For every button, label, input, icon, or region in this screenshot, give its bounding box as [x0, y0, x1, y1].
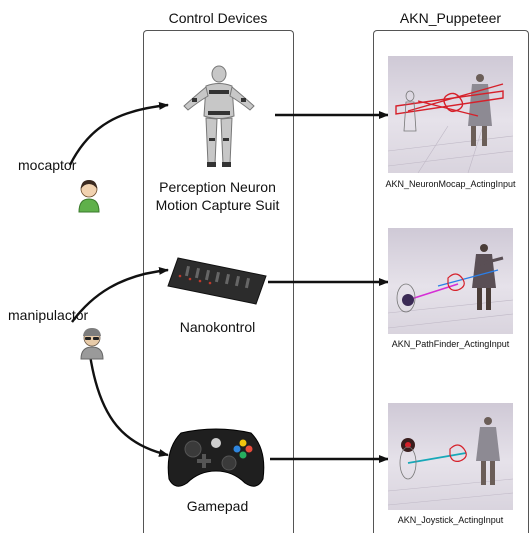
arrow-manipulactor-to-gamepad	[88, 354, 169, 457]
suit-label-line2: Motion Capture Suit	[155, 197, 280, 213]
pathfinder-input-caption: AKN_PathFinder_ActingInput	[391, 339, 510, 349]
joystick-input-caption: AKN_Joystick_ActingInput	[397, 515, 504, 525]
joystick-thumbnail	[387, 403, 514, 510]
gamepad-label: Gamepad	[186, 498, 249, 514]
gamepad-icon	[167, 428, 265, 487]
motion-capture-suit-icon	[183, 65, 255, 167]
control-devices-heading: Control Devices	[168, 10, 268, 26]
pathfinder-thumbnail	[387, 228, 514, 334]
pathfinder-scene-icon	[387, 244, 514, 329]
arrow-manipulactor-to-nanokontrol	[71, 266, 169, 323]
nanokontrol-icon	[167, 257, 267, 305]
puppeteer-heading: AKN_Puppeteer	[399, 10, 502, 26]
manipulactor-person-icon	[80, 328, 104, 360]
neuron-input-caption: AKN_NeuronMocap_ActingInput	[385, 179, 516, 189]
neuron-mocap-scene-icon	[387, 74, 514, 174]
arrow-mocaptor-to-suit	[68, 101, 169, 166]
neuron-mocap-thumbnail	[387, 56, 514, 174]
suit-label-line1: Perception Neuron	[159, 179, 276, 195]
nanokontrol-label: Nanokontrol	[179, 319, 256, 335]
joystick-scene-icon	[387, 417, 514, 506]
manipulactor-label: manipulactor	[8, 307, 89, 323]
mocaptor-person-icon	[78, 180, 100, 213]
mocaptor-label: mocaptor	[18, 157, 77, 173]
